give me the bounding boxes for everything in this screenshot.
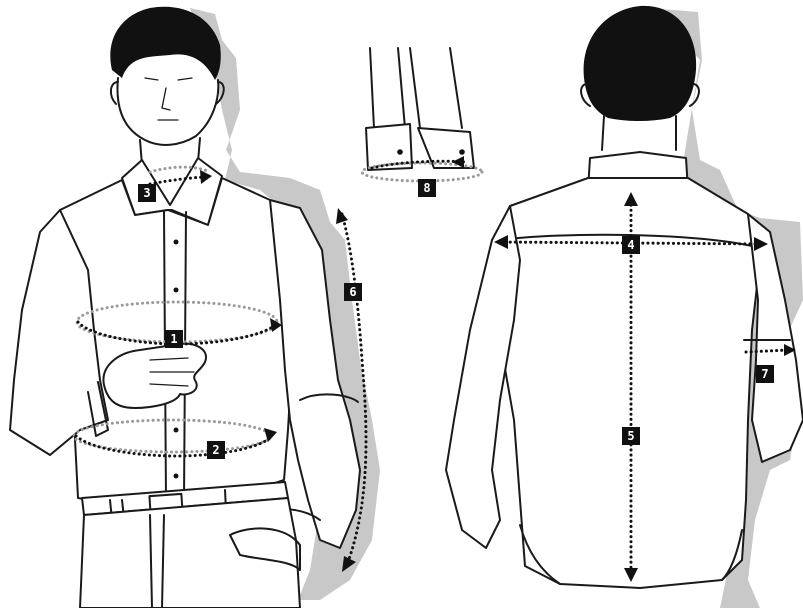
front-face <box>117 78 218 145</box>
marker-7: 7 <box>756 365 774 383</box>
back-hair <box>584 6 697 121</box>
marker-4: 4 <box>622 236 640 254</box>
marker-6: 6 <box>344 283 362 301</box>
front-trousers <box>80 498 300 608</box>
marker-1: 1 <box>165 330 183 348</box>
marker-2: 2 <box>207 441 225 459</box>
front-figure <box>10 7 380 608</box>
marker-5: 5 <box>622 427 640 445</box>
marker-3: 3 <box>138 184 156 202</box>
marker-8: 8 <box>418 179 436 197</box>
cuff-detail <box>366 48 474 170</box>
sleeve-arrow-top <box>336 208 348 224</box>
back-figure <box>446 6 803 608</box>
